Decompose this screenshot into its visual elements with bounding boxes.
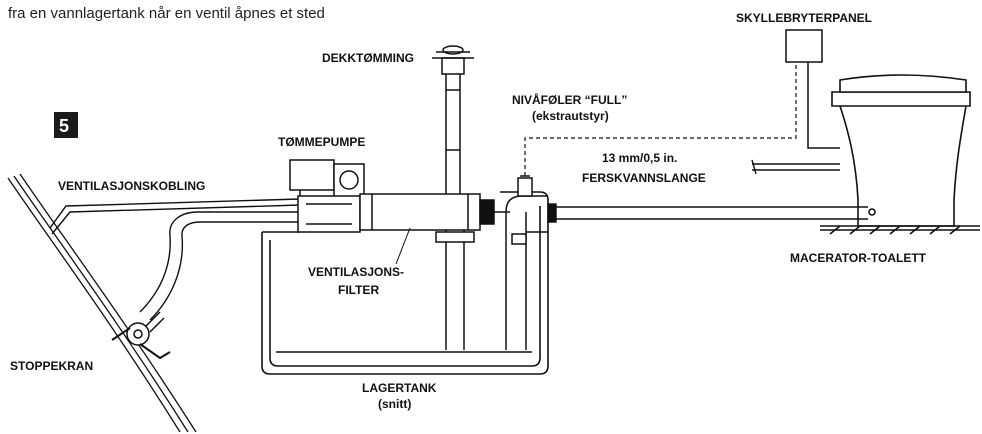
stopcock-illustration [111,311,171,360]
hull-illustration [7,173,197,433]
deck-drain-pipe [432,45,474,196]
flush-switch-panel [785,29,840,149]
label-filter-2: FILTER [338,283,379,297]
internal-pipes [435,195,548,350]
storage-tank [261,191,549,375]
discharge-pump-illustration [289,159,365,233]
caption-text: fra en vannlagertank når en ventil åpnes… [8,5,325,22]
level-sensor [517,175,533,197]
label-lagertank: LAGERTANK [362,381,437,395]
vent-filter-illustration [359,193,510,231]
label-slange-size: 13 mm/0,5 in. [602,151,677,165]
label-stoppekran: STOPPEKRAN [10,359,93,373]
macerator-toilet-illustration [820,74,980,235]
vent-hose [49,198,301,321]
label-dekktomming: DEKKTØMMING [322,51,414,65]
label-filter: VENTILASJONS- [308,265,404,279]
fresh-water-hose [751,159,840,175]
label-ventilasjonskobling: VENTILASJONSKOBLING [58,179,205,193]
label-nivafoler-note: (ekstrautstyr) [532,109,609,123]
figure-number-badge: 5 [54,112,78,138]
label-skyllebryterpanel: SKYLLEBRYTERPANEL [736,11,872,25]
label-lagertank-note: (snitt) [378,397,411,411]
label-tommepumpe: TØMMEPUMPE [278,135,365,149]
sanitation-hose [547,203,868,223]
label-macerator: MACERATOR-TOALETT [790,251,927,265]
signal-lines [524,62,797,176]
filter-leader-line [395,227,411,265]
label-nivafoler: NIVÅFØLER “FULL” [512,92,627,107]
label-slange: FERSKVANNSLANGE [582,171,706,185]
figure-number: 5 [59,116,69,136]
